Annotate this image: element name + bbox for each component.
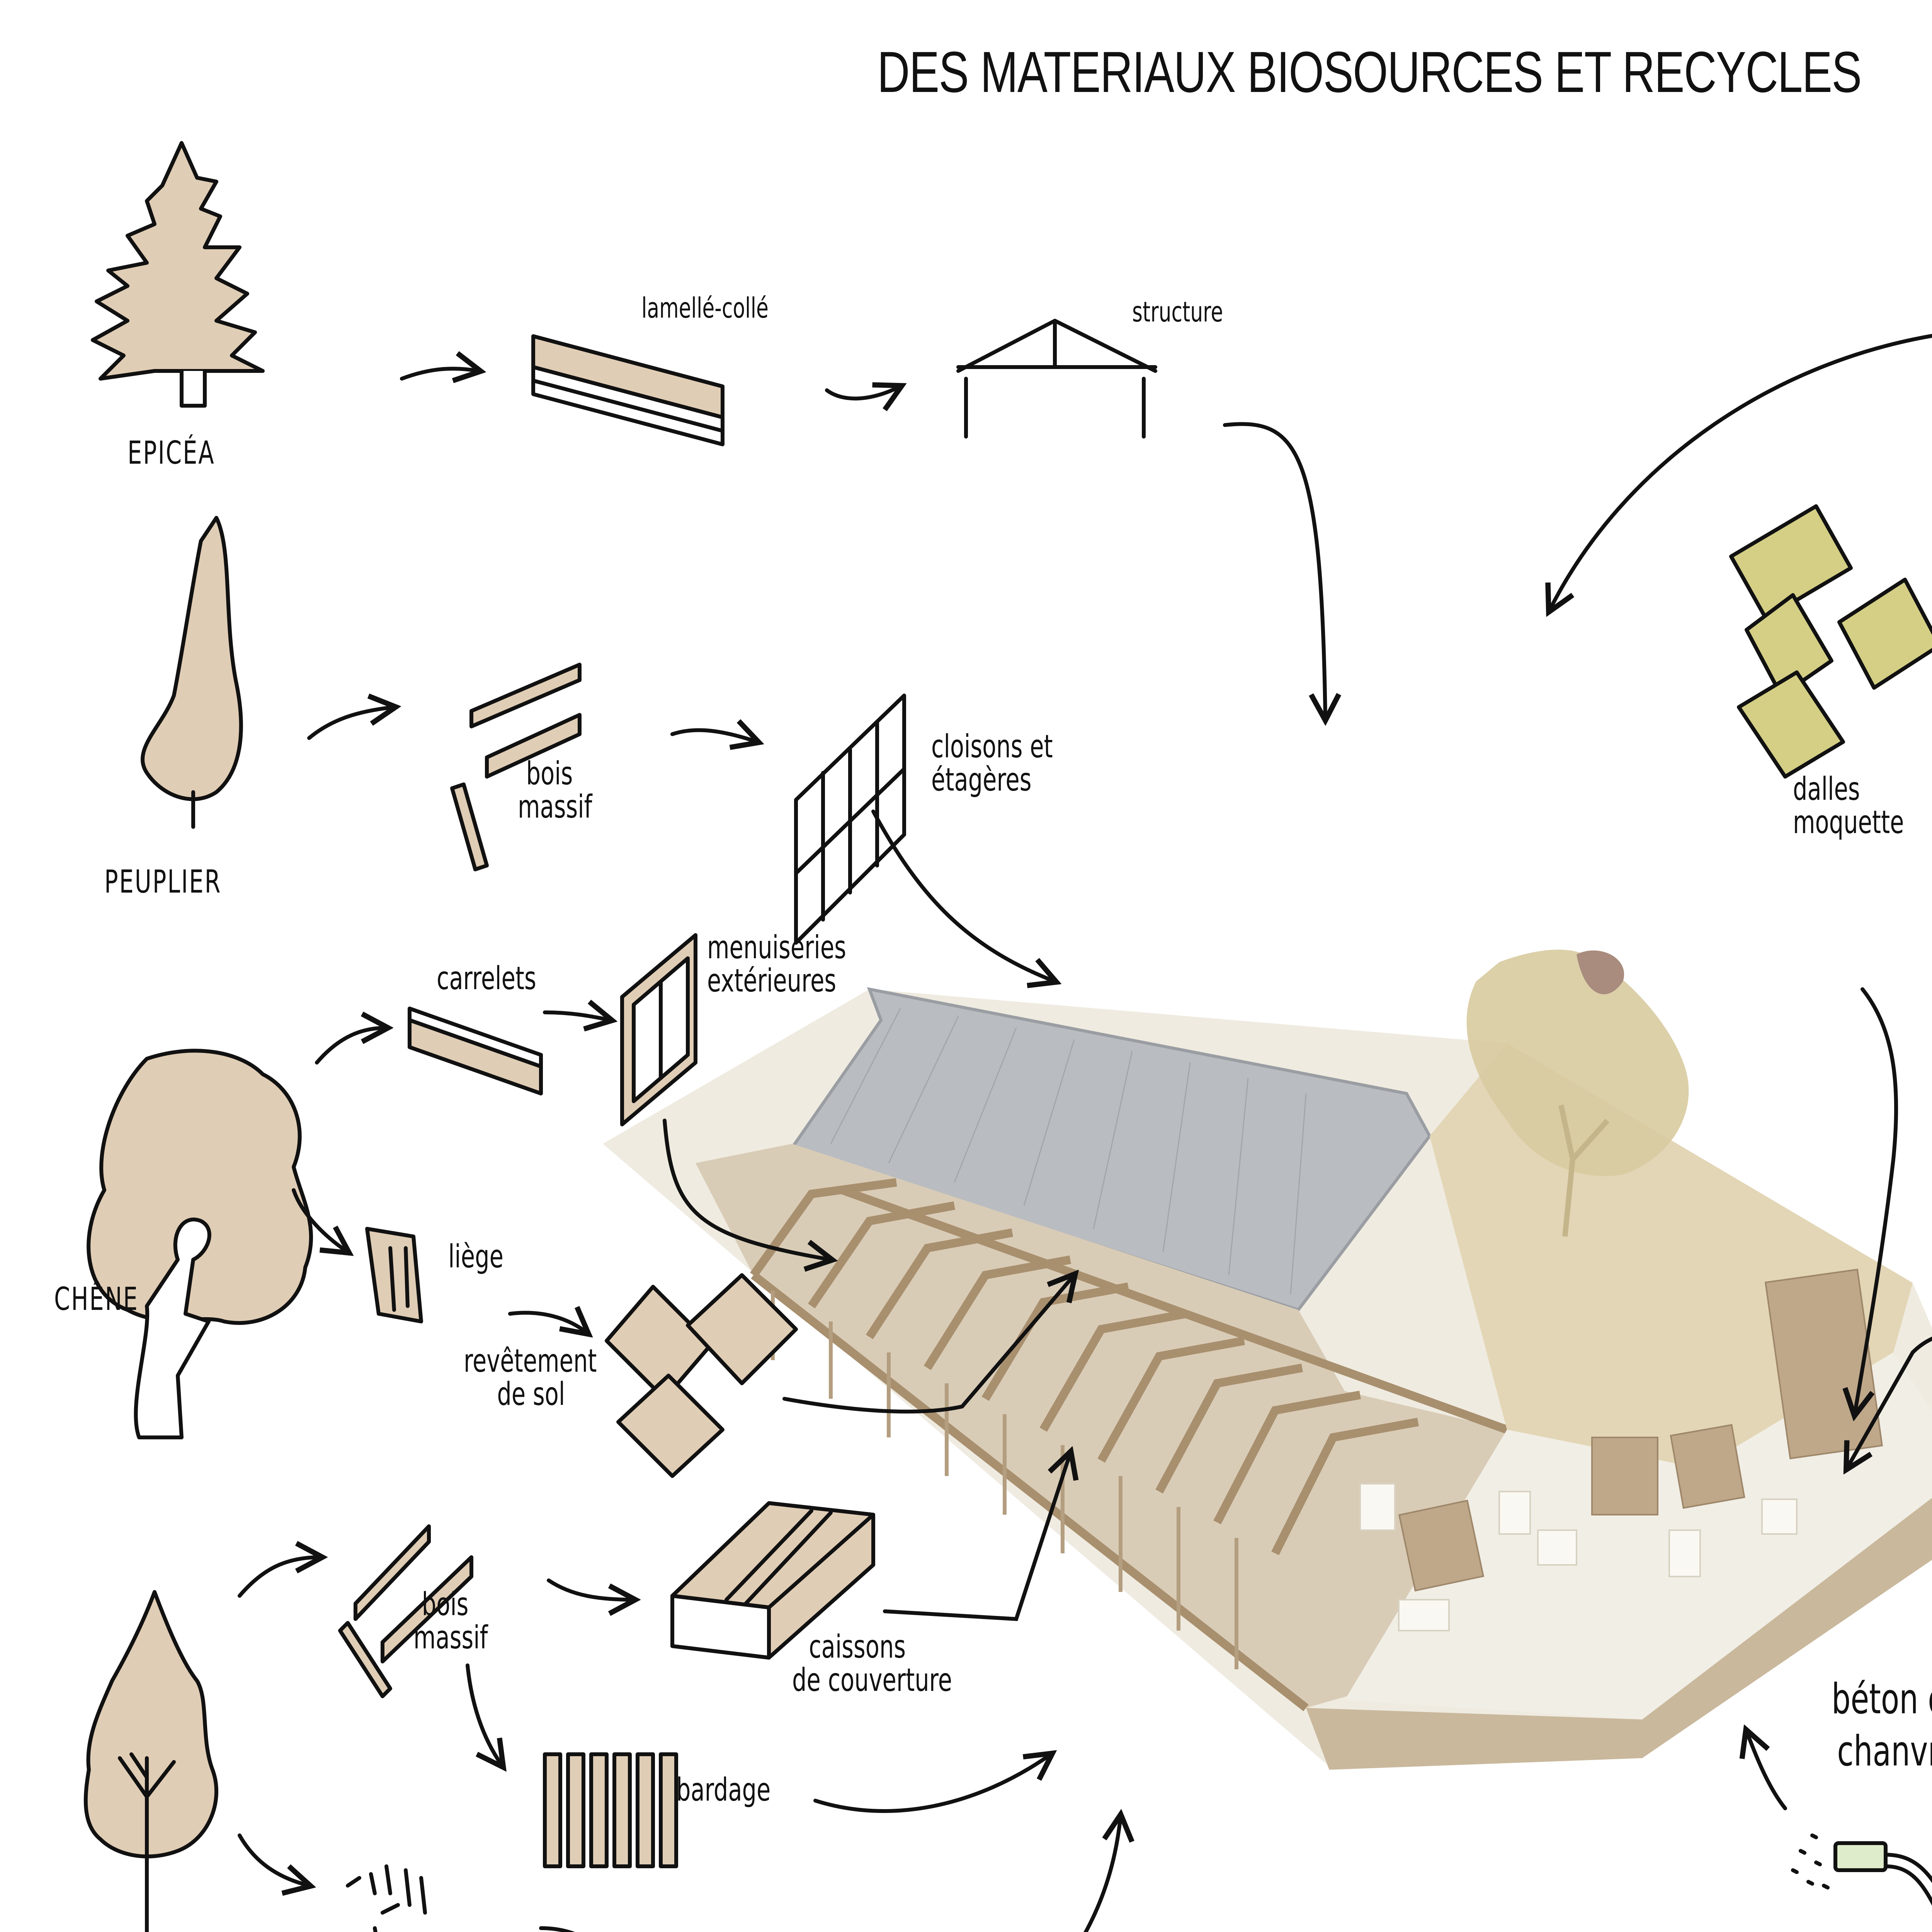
model-tree <box>1466 949 1689 1237</box>
arrow-icon <box>1847 1337 1932 1468</box>
label-line: de couverture <box>792 1662 952 1699</box>
flow-arrows <box>238 334 1932 1932</box>
cork-label: liège <box>448 1238 503 1275</box>
carpet-tiles-label: dalles moquette <box>1793 771 1904 841</box>
arrow-icon <box>307 707 394 740</box>
arrow-icon <box>670 730 757 742</box>
arrow-icon <box>871 810 1055 981</box>
chene-label: CHÊNE <box>54 1281 139 1318</box>
oak-tree-icon <box>87 1049 313 1439</box>
spruce-tree-icon <box>91 141 265 408</box>
arrow-icon <box>813 1754 1051 1813</box>
model-frames <box>750 1178 1509 1711</box>
arrow-icon <box>782 1275 1074 1414</box>
window-frame-icon <box>620 933 697 1126</box>
exterior-joinery-label: menuiseries extérieures <box>707 931 846 998</box>
solid-wood-boards-icon <box>450 663 582 871</box>
label-line: cloisons et <box>931 728 1053 765</box>
label-line: massif <box>413 1619 488 1656</box>
epicea-label: EPICÉA <box>128 435 215 471</box>
structure-label: structure <box>1132 296 1223 328</box>
label-line: de sol <box>497 1376 565 1413</box>
arrow-icon <box>543 1012 611 1020</box>
arrow-icon <box>1747 1731 1787 1810</box>
cladding-label: bardage <box>676 1772 771 1808</box>
arrow-icon <box>1549 334 1932 611</box>
arrow-icon <box>238 1557 321 1598</box>
arrow-icon <box>539 1926 575 1932</box>
architectural-model <box>603 949 1932 1770</box>
label-line: moquette <box>1793 804 1904 841</box>
arrow-icon <box>508 1313 587 1333</box>
arrow-icon <box>1083 1816 1121 1932</box>
douglas-solid-wood-label: bois massif <box>413 1588 488 1655</box>
roof-box-panel-icon <box>670 1501 875 1660</box>
hemp-concrete-label: béton de chanvre <box>1832 1673 1932 1777</box>
label-line: bois <box>422 1586 469 1623</box>
wood-battens-icon <box>408 1007 543 1095</box>
label-line: extérieures <box>707 963 837 1000</box>
douglas-pine-tree-icon <box>83 1590 218 1932</box>
roof-boxes-label: caissons de couverture <box>792 1629 952 1699</box>
cork-floor-tiles-icon <box>605 1273 798 1478</box>
cladding-boards-icon <box>543 1752 678 1868</box>
structure-frame-icon <box>956 319 1157 439</box>
battens-label: carrelets <box>437 960 536 997</box>
arrow-icon <box>883 1453 1070 1621</box>
label-line: chanvre <box>1837 1727 1932 1776</box>
cork-bark-icon <box>365 1227 423 1323</box>
arrow-icon <box>663 1119 831 1260</box>
solid-wood-boards-icon <box>338 1524 473 1698</box>
arrow-icon <box>547 1578 634 1600</box>
label-line: béton de <box>1832 1675 1932 1723</box>
glulam-beam-icon <box>531 334 724 446</box>
arrow-icon <box>400 369 479 379</box>
label-line: menuiseries <box>707 929 846 966</box>
arrow-icon <box>1855 987 1898 1414</box>
label-line: bois <box>526 755 573 792</box>
partition-shelving-icon <box>794 694 906 945</box>
partitions-shelves-label: cloisons et étagères <box>931 730 1053 797</box>
peuplier-label: PEUPLIER <box>104 864 222 900</box>
page-title: DES MATERIAUX BIOSOURCES ET RECYCLES <box>877 39 1862 104</box>
peuplier-solid-wood-label: bois massif <box>518 757 592 824</box>
arrow-icon <box>315 1028 386 1065</box>
carpet-tiles-icon <box>1729 504 1932 779</box>
label-line: caissons <box>809 1629 906 1665</box>
label-line: revêtement <box>464 1343 597 1379</box>
arrow-icon <box>292 1188 348 1252</box>
arrow-icon <box>825 386 900 398</box>
arrow-icon <box>466 1663 502 1766</box>
label-line: dalles <box>1793 771 1860 808</box>
arrow-icon <box>1223 422 1325 719</box>
poplar-tree-icon <box>141 516 243 829</box>
label-line: massif <box>518 789 592 826</box>
floor-covering-label: revêtement de sol <box>464 1343 597 1413</box>
wood-fibre-icon <box>346 1864 427 1932</box>
arrow-icon <box>238 1833 309 1886</box>
spray-nozzle-icon <box>1791 1833 1932 1906</box>
label-line: étagères <box>931 762 1032 799</box>
glulam-label: lamellé-collé <box>641 292 769 324</box>
